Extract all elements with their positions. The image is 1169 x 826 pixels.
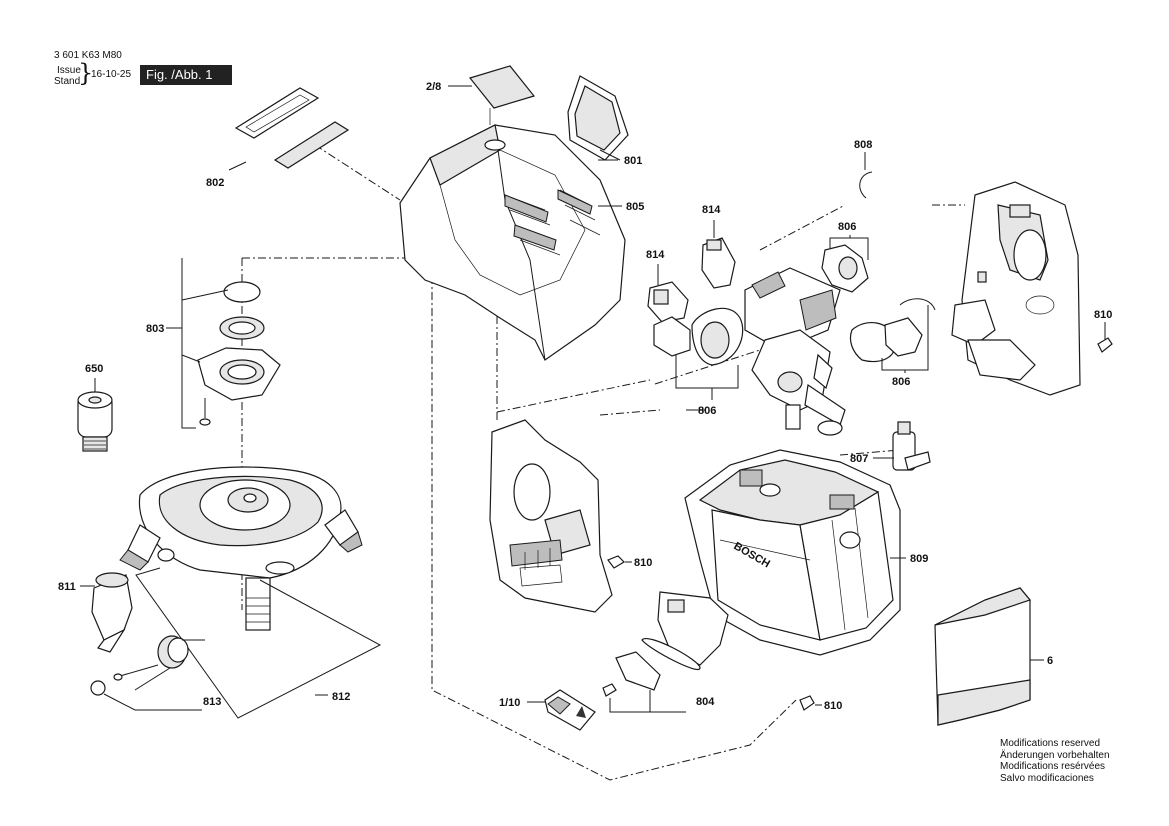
part-801-window xyxy=(567,75,629,161)
part-808-clip xyxy=(859,152,873,199)
part-803-mount xyxy=(166,258,281,429)
callout-813: 813 xyxy=(203,696,221,708)
part-812-tripod-base xyxy=(119,466,382,719)
callout-806-top: 806 xyxy=(838,221,856,233)
note-fr: Modifications resérvées xyxy=(1000,761,1106,772)
callout-1-10: 1/10 xyxy=(499,697,520,709)
part-806-laser-modules xyxy=(653,235,936,400)
part-809-main-box: BOSCH xyxy=(684,449,906,711)
issue-label: Issue xyxy=(57,65,81,76)
part-807-switch xyxy=(873,421,931,471)
part-1-10-slider xyxy=(527,689,596,731)
callout-806-right: 806 xyxy=(892,376,910,388)
callout-650: 650 xyxy=(85,363,103,375)
callout-805: 805 xyxy=(626,201,644,213)
part-6-cover xyxy=(934,587,1044,726)
part-number: 3 601 K63 M80 xyxy=(54,50,122,61)
part-814-sensor-lower xyxy=(647,264,689,323)
callout-802: 802 xyxy=(206,177,224,189)
figure-label: Fig. /Abb. 1 xyxy=(140,65,232,85)
callout-6: 6 xyxy=(1047,655,1053,667)
callout-811: 811 xyxy=(58,581,76,593)
callout-809: 809 xyxy=(910,553,928,565)
callout-804: 804 xyxy=(696,696,715,708)
pendulum-assembly xyxy=(744,267,846,436)
modification-notes: Modifications reserved Änderungen vorbeh… xyxy=(1000,738,1110,784)
brace-glyph: } xyxy=(78,59,94,87)
callout-808: 808 xyxy=(854,139,872,151)
part-813-screw-knob xyxy=(90,635,205,711)
leader-lines xyxy=(598,159,706,411)
note-es: Salvo modificaciones xyxy=(1000,772,1094,784)
part-chassis-right xyxy=(951,181,1113,396)
callout-806-left: 806 xyxy=(698,405,716,417)
part-804-battery-parts xyxy=(602,591,729,713)
part-chassis-left xyxy=(489,419,632,613)
part-2-8-plate xyxy=(448,65,536,125)
issue-date: 16-10-25 xyxy=(91,69,132,80)
part-805-top-housing xyxy=(399,124,626,361)
stand-label: Stand xyxy=(54,76,81,87)
callout-803: 803 xyxy=(146,323,164,335)
part-814-sensor-upper xyxy=(701,220,736,289)
note-de: Änderungen vorbehalten xyxy=(1000,749,1110,761)
callout-814-upper: 814 xyxy=(702,204,721,216)
callout-807: 807 xyxy=(850,453,868,465)
callout-814-lower: 814 xyxy=(646,249,665,261)
callout-801: 801 xyxy=(624,155,642,167)
callout-810-right: 810 xyxy=(1094,309,1112,321)
callout-2-8: 2/8 xyxy=(426,81,441,93)
callout-810-bottom: 810 xyxy=(824,700,842,712)
callout-812: 812 xyxy=(332,691,350,703)
part-802-windows xyxy=(228,87,350,171)
part-811-knob xyxy=(80,572,133,653)
callout-810-middle: 810 xyxy=(634,557,652,569)
part-650-adapter xyxy=(77,378,113,452)
note-en: Modifications reserved xyxy=(1000,738,1101,749)
callout-labels: 2/8 801 802 805 808 814 814 806 806 806 … xyxy=(58,81,1112,712)
